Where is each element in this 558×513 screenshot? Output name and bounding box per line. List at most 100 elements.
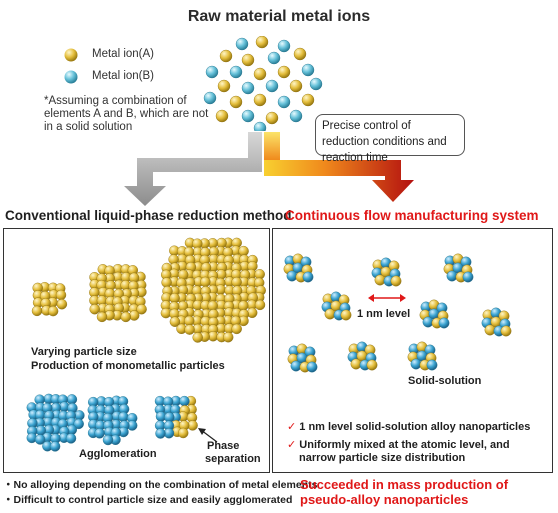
metal-ion-b — [265, 79, 279, 93]
metal-ion-b — [66, 394, 78, 405]
metal-ion-a — [56, 298, 68, 310]
diagram-title: Raw material metal ions — [187, 8, 371, 25]
alloy-nanoparticle — [419, 299, 450, 329]
check-mark-icon: ✓ — [287, 421, 297, 433]
legend-ion-b: Metal ion(B) — [92, 70, 154, 82]
metal-ion-b — [203, 91, 217, 105]
metal-ion-b — [49, 441, 61, 452]
metal-ion-a — [253, 93, 267, 107]
metal-ion-a — [47, 305, 59, 317]
metal-ion-b — [301, 63, 315, 77]
process-arrows — [124, 132, 414, 206]
metal-ion-b — [422, 316, 434, 328]
metal-ion-a — [277, 65, 291, 79]
metal-ion-a — [217, 79, 231, 93]
metal-ion-a — [215, 109, 229, 123]
orange-arrow — [264, 160, 414, 202]
metal-ion-b — [290, 360, 302, 372]
metal-ion-a — [289, 79, 303, 93]
orange-arrow-stem — [264, 132, 280, 160]
agglomeration-label: Agglomeration — [79, 448, 157, 460]
metal-ion-b — [34, 434, 46, 445]
raw-ions-cloud — [203, 36, 323, 131]
metal-ion-a — [340, 309, 352, 321]
metal-ion-b — [241, 109, 255, 123]
metal-ion-a — [120, 311, 132, 323]
assumption-note: *Assuming a combination of elements A an… — [44, 95, 209, 133]
alloy-nanoparticle — [407, 341, 438, 371]
metal-ion-b — [267, 51, 281, 65]
metal-ion-b — [235, 37, 249, 51]
phase-label: Phase — [207, 440, 240, 452]
metal-ion-a — [255, 36, 269, 49]
alloy-nanoparticles — [283, 253, 512, 373]
metal-ion-b — [426, 359, 438, 371]
metal-ion-a — [366, 359, 378, 371]
large-gold-particle — [160, 237, 266, 343]
metal-ion-b — [286, 270, 298, 282]
scale-label: 1 nm level — [357, 308, 411, 320]
small-gold-particle — [31, 282, 68, 317]
phase-separated-particle — [154, 395, 198, 439]
alloy-nanoparticle — [321, 291, 352, 321]
metal-ion-a — [293, 47, 307, 61]
metal-ion-b — [229, 65, 243, 79]
metal-ion-b — [289, 109, 303, 123]
metal-ion-a — [89, 303, 100, 315]
metal-ion-a — [229, 95, 243, 109]
metal-ion-b — [438, 317, 450, 329]
metal-ion-a — [184, 324, 195, 335]
metal-ion-b — [302, 271, 314, 283]
metal-ion-a — [192, 332, 203, 343]
gray-arrow — [124, 132, 262, 206]
success-line-2: pseudo-alloy nanoparticles — [300, 492, 469, 507]
metal-ion-a — [374, 274, 386, 286]
metal-ion-a — [136, 303, 147, 315]
metal-ion-b — [410, 358, 422, 370]
metal-ion-b — [277, 95, 291, 109]
metal-ion-a — [31, 305, 43, 317]
ion-a-swatch — [64, 48, 78, 62]
metal-ion-b — [446, 270, 458, 282]
ion-b-swatch — [64, 70, 78, 84]
metal-ion-a — [390, 275, 402, 287]
metal-ion-b — [94, 428, 105, 439]
alloy-nanoparticle — [347, 341, 378, 371]
conventional-method-heading: Conventional liquid-phase reduction meth… — [5, 208, 292, 223]
metal-ion-b — [462, 271, 474, 283]
metal-ion-b — [155, 428, 166, 439]
metal-ion-a — [219, 49, 233, 63]
legend-swatches — [64, 48, 78, 84]
metal-ion-a — [253, 67, 267, 81]
metal-ion-a — [500, 325, 512, 337]
check-item-2-cont: narrow particle size distribution — [299, 452, 466, 464]
metal-ion-a — [254, 299, 266, 311]
metal-ion-b — [306, 361, 318, 373]
metal-ion-a — [200, 276, 211, 288]
metal-ion-a — [183, 315, 195, 327]
success-line-1: Succeeded in mass production of — [300, 477, 509, 492]
metal-ion-a — [222, 331, 234, 343]
metal-ion-a — [484, 324, 496, 336]
metal-ion-a — [241, 53, 255, 67]
conventional-particles — [26, 237, 266, 452]
metal-ion-b — [102, 434, 114, 446]
monometallic-label: Production of monometallic particles — [31, 360, 225, 372]
metal-ion-b — [309, 77, 323, 91]
continuous-flow-heading: Continuous flow manufacturing system — [285, 208, 539, 223]
metal-ion-a — [177, 427, 189, 439]
metal-ion-b — [241, 81, 255, 95]
alloy-nanoparticle — [481, 307, 512, 337]
metal-ion-a — [231, 323, 242, 335]
metal-ion-b — [73, 418, 84, 430]
reduction-control-callout: Precise control of reduction conditions … — [315, 114, 465, 164]
metal-ion-b — [253, 121, 267, 131]
alloy-nanoparticle — [371, 257, 402, 287]
alloy-nanoparticle — [287, 343, 318, 373]
scale-arrow — [368, 294, 406, 302]
metal-ion-b — [65, 433, 77, 444]
blue-agglomerate-2 — [87, 395, 138, 446]
alloy-nanoparticle — [283, 253, 314, 283]
phase-arrow-head — [198, 428, 206, 435]
metal-ion-a — [350, 358, 362, 370]
